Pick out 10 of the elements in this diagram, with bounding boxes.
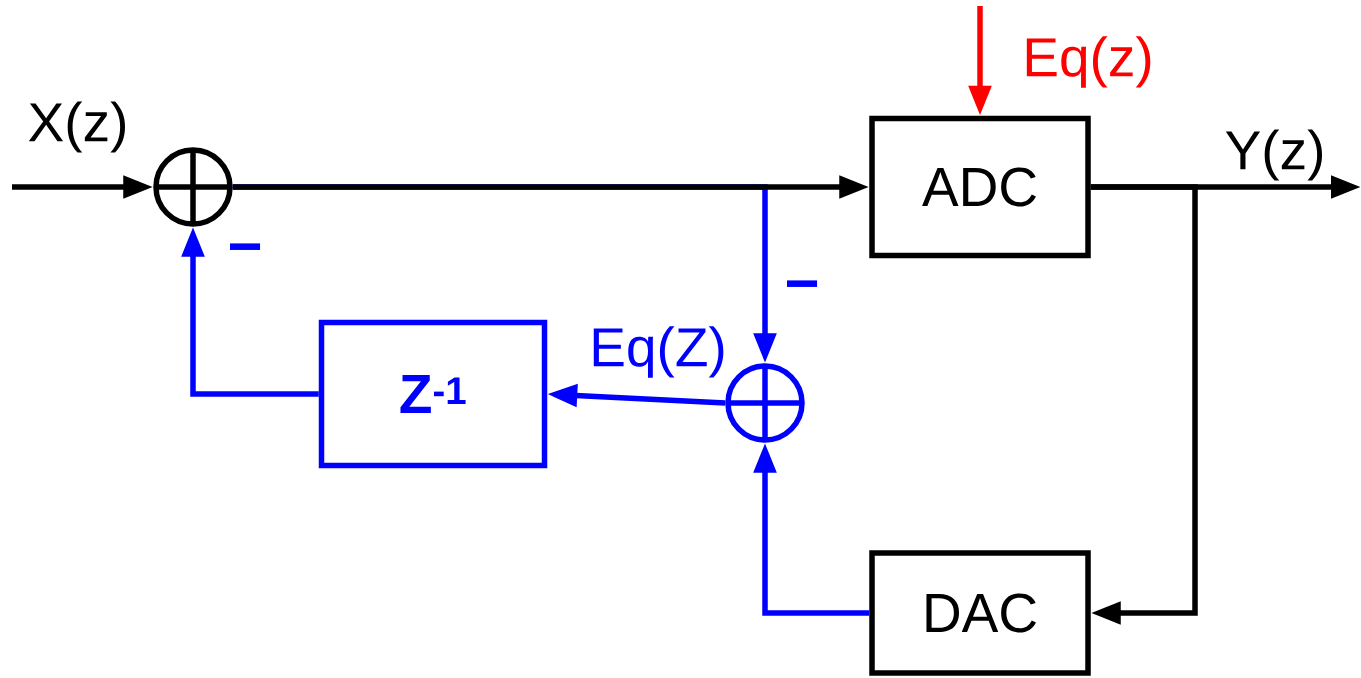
- signal-label: Y(z): [1225, 129, 1322, 181]
- block-box: DAC: [869, 550, 1091, 676]
- signal-label: Eq(z): [1026, 36, 1151, 88]
- minus-sign: −: [787, 280, 818, 287]
- block-box: ADC: [869, 115, 1091, 259]
- block-box: Z$^{-1}$: [318, 319, 548, 469]
- summing-junction: [725, 363, 805, 443]
- arrow: [1090, 184, 1198, 625]
- summing-junction: [153, 147, 233, 227]
- signal-label: X(z): [28, 101, 125, 153]
